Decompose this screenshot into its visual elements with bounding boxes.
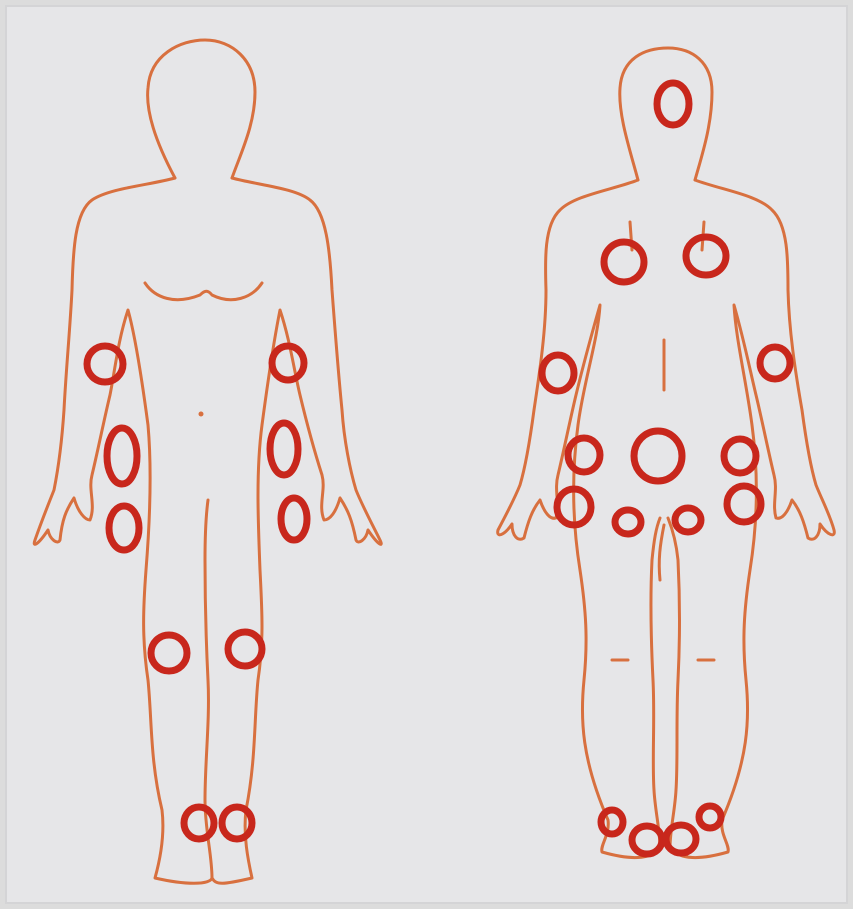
front-navel [199, 412, 204, 417]
